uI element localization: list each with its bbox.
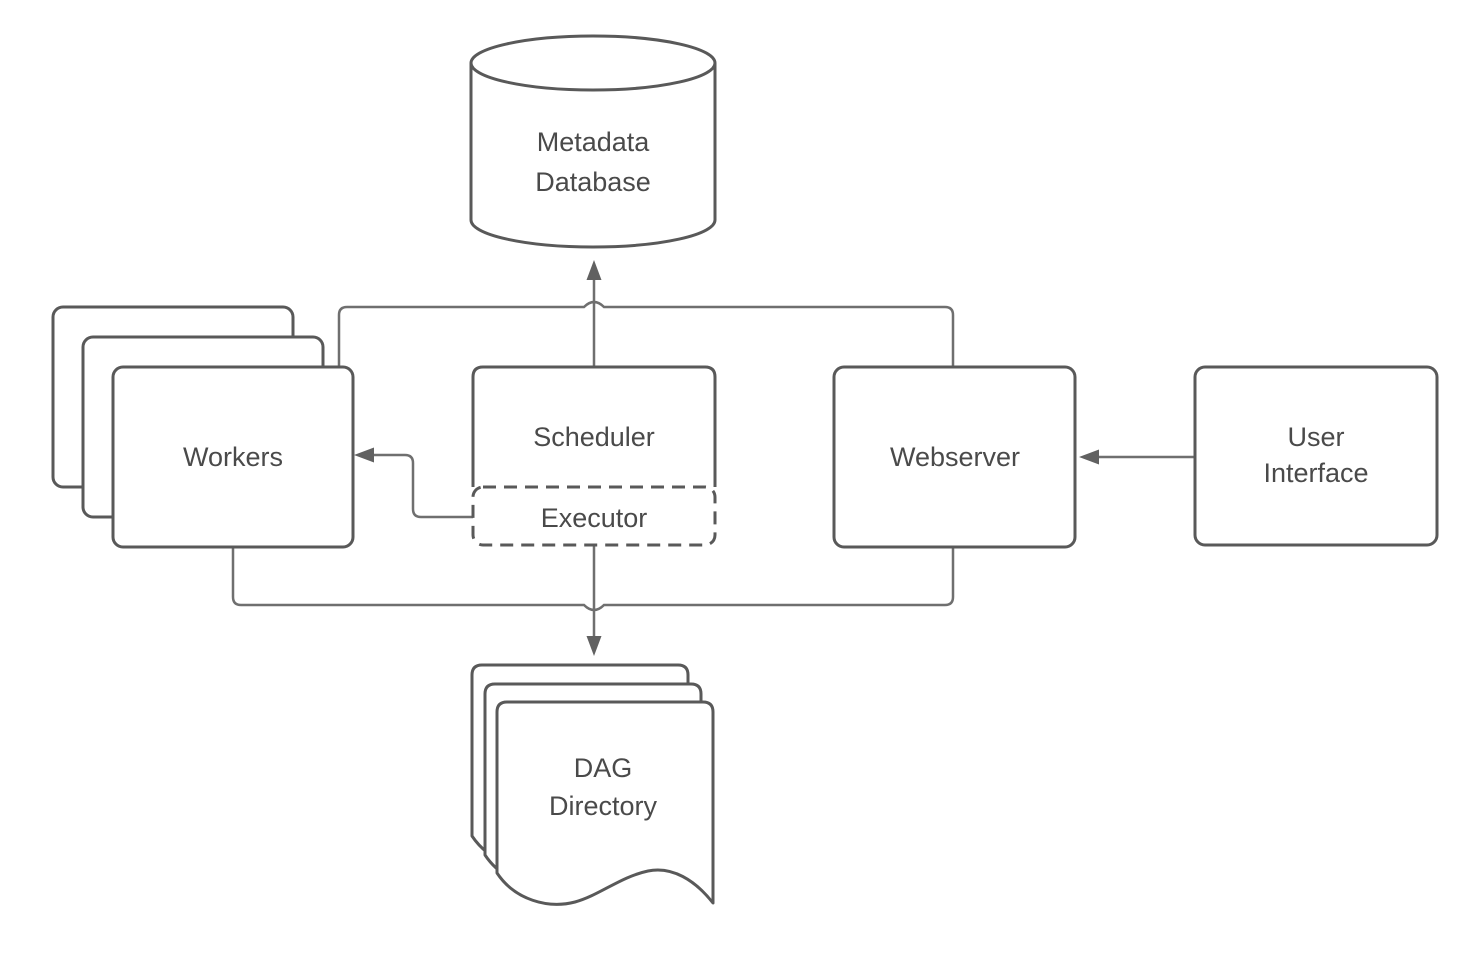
workers-node: Workers <box>51 305 355 549</box>
scheduler-label: Scheduler <box>533 422 655 452</box>
scheduler-node: Scheduler Executor <box>471 365 717 547</box>
dag-directory-node: DAG Directory <box>470 663 715 906</box>
user-interface-box <box>1193 365 1439 547</box>
metadata-database-node: Metadata Database <box>469 34 717 249</box>
dag-directory-label-line2: Directory <box>549 791 658 821</box>
database-cylinder-body <box>469 63 717 249</box>
edge-executor-to-workers <box>354 447 473 519</box>
dag-directory-label-line1: DAG <box>574 753 633 783</box>
metadata-database-label-line2: Database <box>535 167 651 197</box>
user-interface-node: User Interface <box>1193 365 1439 547</box>
webserver-label: Webserver <box>890 442 1020 472</box>
user-interface-label-line1: User <box>1287 422 1344 452</box>
workers-label: Workers <box>183 442 283 472</box>
metadata-database-label-line1: Metadata <box>537 127 651 157</box>
workers-stack-front <box>111 365 355 549</box>
webserver-node: Webserver <box>832 365 1077 549</box>
webserver-box <box>832 365 1077 549</box>
executor-box <box>471 485 717 547</box>
scheduler-box <box>471 365 717 487</box>
executor-label: Executor <box>541 503 648 533</box>
user-interface-label-line2: Interface <box>1263 458 1368 488</box>
database-cylinder-top <box>469 34 717 92</box>
edge-workers-webserver-to-metadata-database <box>337 300 955 367</box>
